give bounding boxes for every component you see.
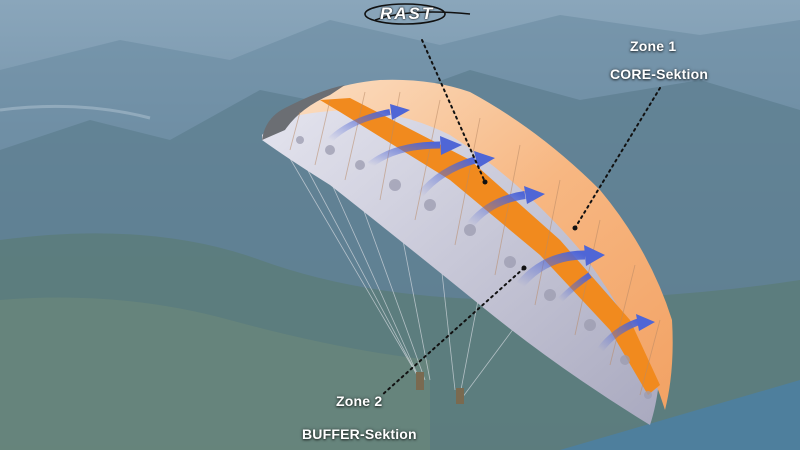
leader-line-zone-2	[381, 267, 525, 396]
zone-2-title: Zone 2	[336, 393, 383, 409]
airflow-arrows	[327, 104, 655, 353]
pilot-2	[456, 388, 464, 404]
background-village-area	[0, 297, 430, 450]
leader-line-logo	[421, 39, 486, 183]
suspension-lines	[284, 149, 521, 399]
zone-1-section-label: CORE-Sektion	[610, 66, 709, 82]
pilot	[416, 372, 424, 390]
leader-lines	[381, 39, 661, 396]
canopy-underside-buffer	[262, 86, 662, 425]
zone-1-title: Zone 1	[630, 38, 677, 54]
rast-logo-mark	[364, 3, 471, 25]
leader-line-dots	[482, 179, 578, 271]
cross-port-holes	[296, 136, 652, 399]
zone-2-section-label: BUFFER-Sektion	[302, 426, 417, 442]
canopy-leading-edge	[262, 85, 345, 140]
canopy-cell-ribs	[289, 91, 661, 396]
background-road	[0, 104, 151, 120]
rast-logo-text: RAST	[380, 4, 435, 23]
background-lake	[560, 380, 800, 450]
canopy-top-core	[270, 79, 673, 410]
